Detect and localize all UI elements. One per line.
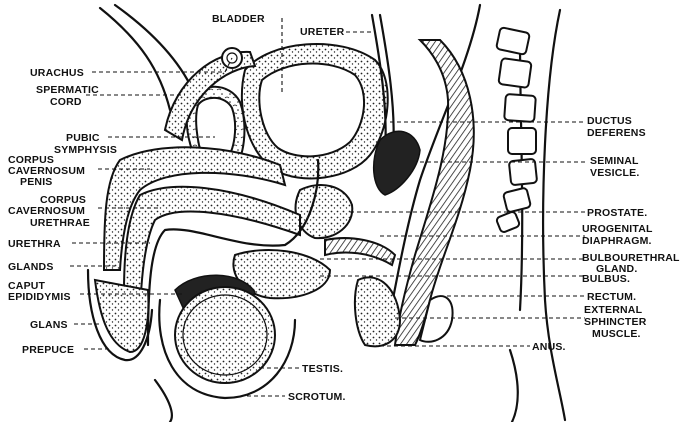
- label-glans: GLANS: [30, 319, 68, 331]
- label-external-sphincter-1: EXTERNAL: [584, 304, 643, 316]
- label-urachus: URACHUS: [30, 67, 84, 79]
- label-urogenital-diaphragm-2: DIAPHRAGM.: [582, 235, 652, 247]
- label-glands: GLANDS: [8, 261, 54, 273]
- label-spermatic-cord-1: SPERMATIC: [36, 84, 99, 96]
- label-pubic-symphysis-2: SYMPHYSIS: [54, 144, 117, 156]
- label-scrotum: SCROTUM.: [288, 391, 346, 403]
- label-spermatic-cord-2: CORD: [50, 96, 82, 108]
- label-urethra: URETHRA: [8, 238, 61, 250]
- label-external-sphincter-2: SPHINCTER: [584, 316, 647, 328]
- label-pubic-symphysis-1: PUBIC: [66, 132, 100, 144]
- label-seminal-vesicle-1: SEMINAL: [590, 155, 639, 167]
- label-corpus-cavernosum-urethrae-3: URETHRAE: [30, 217, 90, 229]
- sacrum-vertebrae: [496, 27, 537, 233]
- label-prostate: PROSTATE.: [587, 207, 647, 219]
- label-bladder: BLADDER: [212, 13, 265, 25]
- label-ductus-deferens-2: DEFERENS: [587, 127, 646, 139]
- external-sphincter: [355, 277, 400, 346]
- label-corpus-cavernosum-penis-3: PENIS: [20, 176, 53, 188]
- label-ductus-deferens-1: DUCTUS: [587, 115, 632, 127]
- label-seminal-vesicle-2: VESICLE.: [590, 167, 639, 179]
- label-caput-epididymis-2: EPIDIDYMIS: [8, 291, 71, 303]
- label-corpus-cavernosum-urethrae-2: CAVERNOSUM: [8, 205, 85, 217]
- label-rectum: RECTUM.: [587, 291, 636, 303]
- urogenital-diaphragm: [325, 238, 395, 265]
- prostate: [296, 185, 353, 238]
- label-anus: ANUS.: [532, 341, 566, 353]
- label-ureter: URETER: [300, 26, 345, 38]
- rectum: [395, 40, 474, 345]
- label-prepuce: PREPUCE: [22, 344, 74, 356]
- seminal-vesicle: [374, 131, 420, 195]
- label-testis: TESTIS.: [302, 363, 343, 375]
- label-bulbus: BULBUS.: [582, 273, 630, 285]
- label-urogenital-diaphragm-1: UROGENITAL: [582, 223, 653, 235]
- label-external-sphincter-3: MUSCLE.: [592, 328, 641, 340]
